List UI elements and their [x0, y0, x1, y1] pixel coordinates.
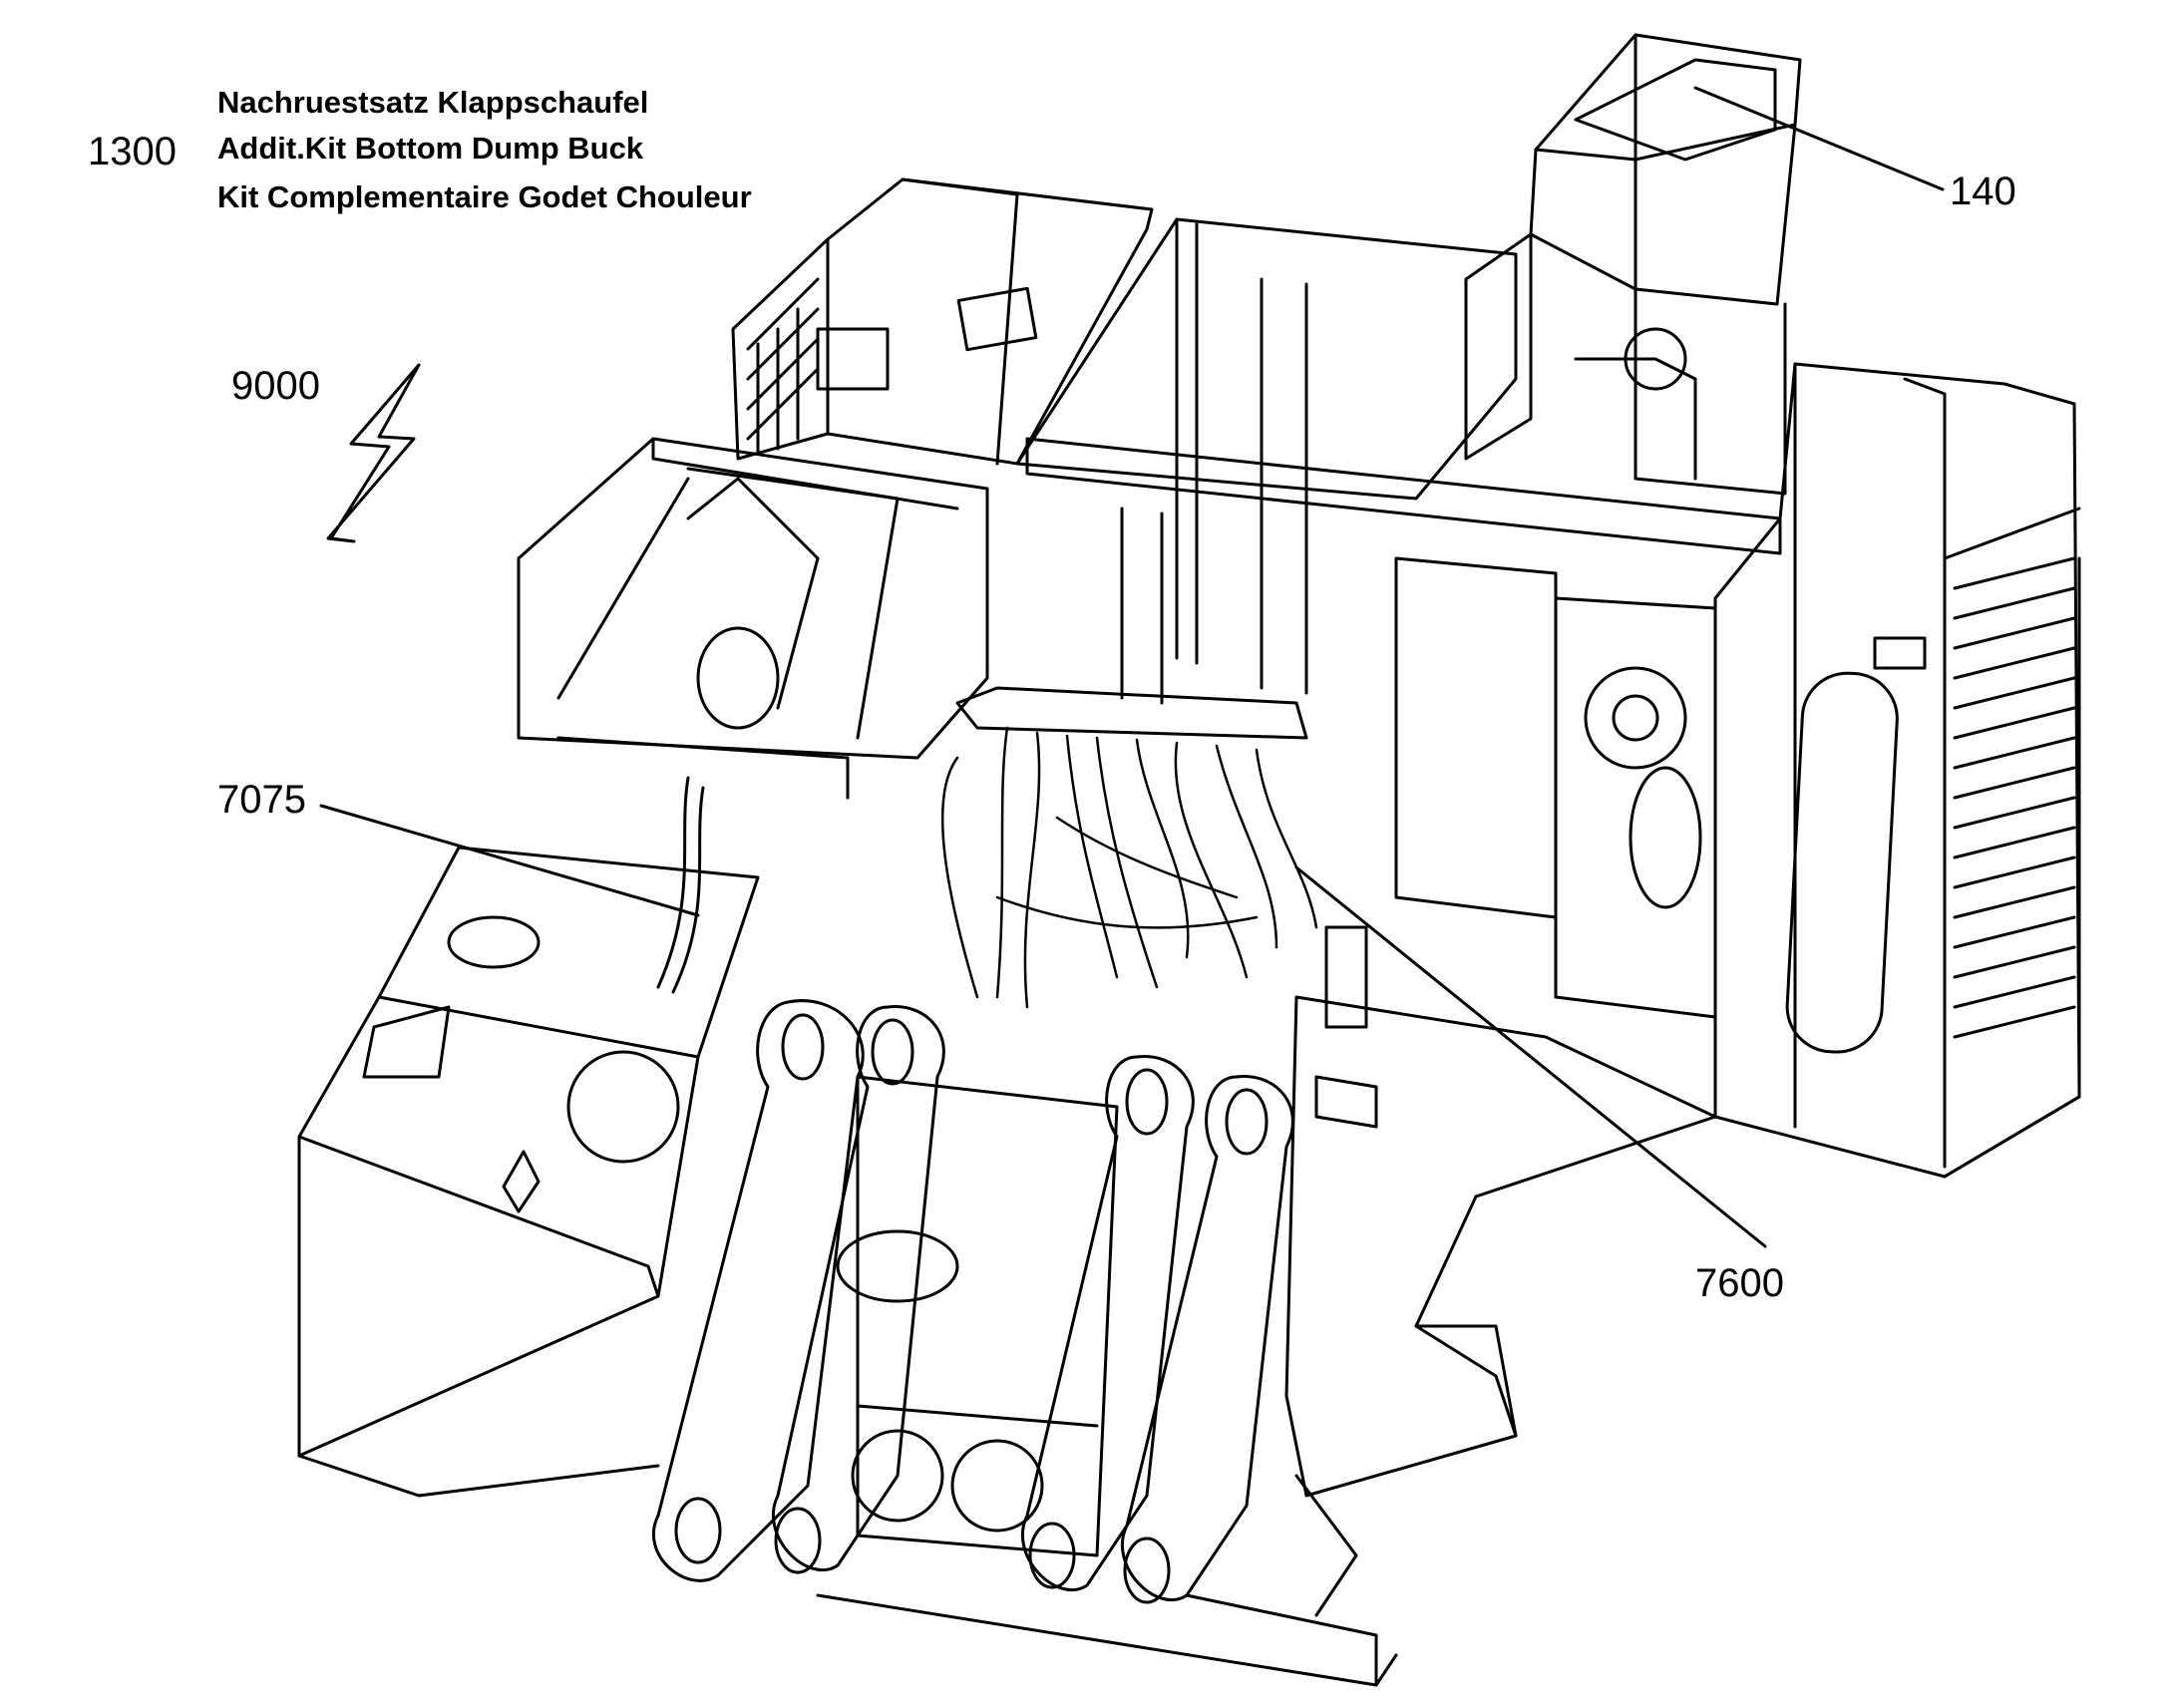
title-english: Addit.Kit Bottom Dump Buck: [217, 131, 644, 166]
left-loader-arm: [651, 999, 865, 1582]
left-bay-frame: [517, 437, 989, 760]
middle-frame: [1015, 217, 1518, 501]
part-number: 1300: [88, 130, 177, 173]
center-right-arm: [1020, 1055, 1195, 1592]
right-housing: [1713, 362, 2081, 1179]
callout-9000: 9000: [231, 364, 320, 408]
callout-7600: 7600: [1695, 1261, 1784, 1305]
top-left-panel: [826, 177, 1154, 466]
leader-140: [1693, 86, 1945, 191]
callout-140: 140: [1950, 170, 2016, 213]
leader-7075: [319, 804, 700, 917]
title-french: Kit Complementaire Godet Chouleur: [217, 179, 752, 214]
lightning-bolt-icon: [326, 363, 421, 543]
callout-7075: 7075: [217, 778, 306, 822]
title-german: Nachruestsatz Klappschaufel: [217, 85, 649, 120]
center-left-arm: [771, 1005, 945, 1572]
front-frame: [856, 1075, 1119, 1557]
right-chassis: [1284, 995, 1717, 1498]
left-tank: [297, 846, 760, 1458]
leader-7600: [1294, 865, 1767, 1248]
right-loader-arm: [1120, 1075, 1294, 1602]
top-cabinet: [1529, 33, 1802, 306]
valve-block: [955, 686, 1308, 740]
